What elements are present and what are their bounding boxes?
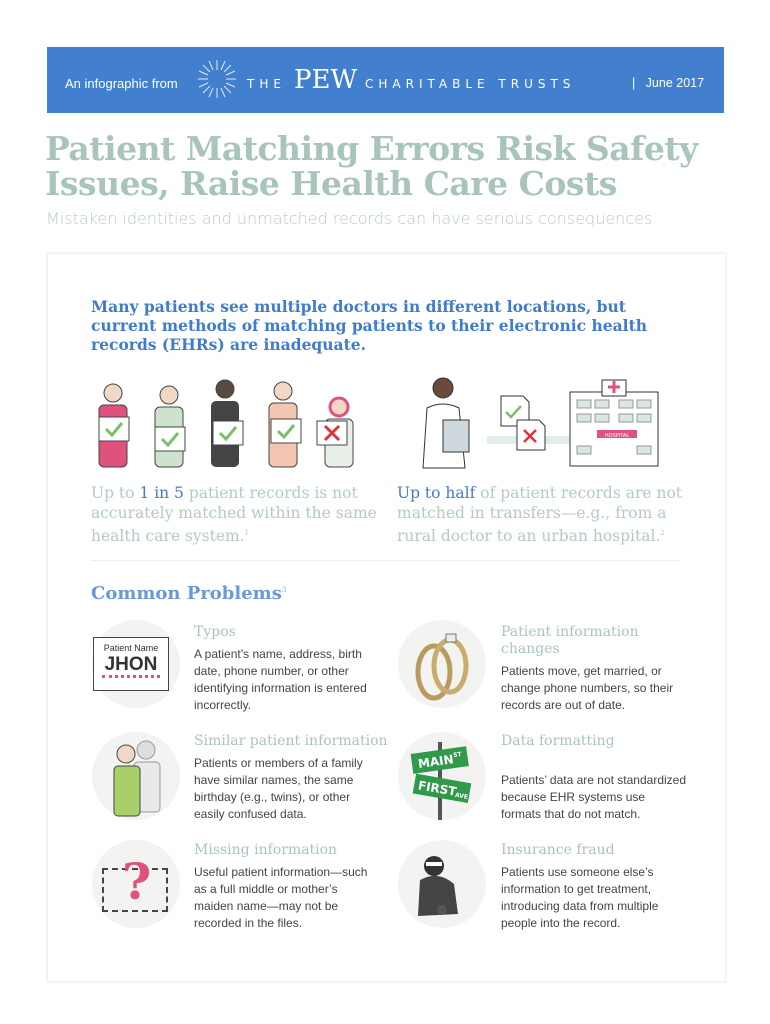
stat-highlight: 1 in 5 — [139, 484, 184, 502]
wedding-rings-icon — [398, 620, 486, 708]
problem-title: Patient information changes — [501, 624, 639, 657]
footnote-ref: 1 — [244, 529, 250, 537]
problem-body: A patient’s name, address, birth date, p… — [194, 647, 367, 712]
badge-name: JHON — [102, 654, 160, 678]
common-problems-heading: Common Problems3 — [91, 583, 286, 604]
logo-the: THE — [247, 77, 286, 91]
name-badge: Patient Name JHON — [93, 637, 169, 691]
rings-svg — [415, 633, 469, 701]
title-line-2: Issues, Raise Health Care Costs — [45, 164, 617, 203]
section-divider — [91, 560, 680, 561]
sign-ave: AVE — [454, 792, 468, 801]
subtitle: Mistaken identities and unmatched record… — [46, 209, 653, 228]
stat-pre: Up to — [91, 484, 140, 502]
stat-up-to-half: Up to half of patient records are not ma… — [397, 483, 687, 546]
stat-1-in-5: Up to 1 in 5 patient records is not accu… — [91, 483, 381, 546]
problem-body: Useful patient information—such as a ful… — [194, 865, 368, 930]
heading-text: Common Problems — [91, 583, 282, 604]
publication-date: | June 2017 — [632, 76, 705, 90]
intro-text: Many patients see multiple doctors in di… — [91, 297, 647, 354]
sign-first: FIRST — [417, 778, 458, 799]
header-banner: An infographic from THE PEW CHARITABLE T… — [47, 47, 724, 113]
header-from: An infographic from — [65, 76, 178, 91]
thief-svg — [418, 856, 458, 916]
problem-title: Insurance fraud — [501, 842, 615, 858]
content-card — [47, 253, 726, 982]
question-mark: ? — [122, 852, 152, 911]
patients-holding-signs-illustration — [98, 379, 354, 468]
logo-pew: PEW — [294, 65, 358, 95]
typo-icon: Patient Name JHON — [92, 620, 180, 708]
hospital-sign: HOSPITAL — [605, 433, 629, 439]
problem-body: Patients’ data are not standardized beca… — [501, 773, 687, 821]
problem-title: Data formatting — [501, 733, 615, 749]
stat-post: of patient records are not matched in tr… — [397, 484, 683, 546]
problem-body: Patients or members of a family have sim… — [194, 756, 363, 821]
pew-sun-logo-icon — [198, 60, 236, 98]
stat-post: patient records is not accurately matche… — [91, 484, 377, 546]
sign-main: MAIN — [417, 752, 454, 771]
footnote-ref: 2 — [660, 529, 665, 537]
stat-highlight: Up to half — [397, 484, 476, 502]
badge-label: Patient Name — [103, 643, 159, 653]
doctor-transfer-hospital-illustration: HOSPITAL — [422, 377, 659, 469]
problem-body: Patients use someone else’s information … — [501, 865, 659, 930]
footnote-ref: 3 — [281, 586, 287, 594]
problem-body: Patients move, get married, or change ph… — [501, 664, 674, 712]
title-line-1: Patient Matching Errors Risk Safety — [45, 129, 698, 168]
problem-title: Similar patient information — [194, 733, 388, 749]
logo-charitable-trusts: CHARITABLE TRUSTS — [365, 77, 576, 91]
question-mark-icon: ? — [92, 840, 180, 928]
thief-icon — [398, 840, 486, 928]
page-title: Patient Matching Errors Risk Safety Issu… — [45, 131, 698, 201]
missing-box — [102, 868, 168, 912]
twins-svg — [113, 740, 161, 817]
sign-st: ST — [453, 751, 463, 759]
problem-title: Missing information — [194, 842, 338, 858]
twins-icon — [92, 732, 180, 820]
problem-title: Typos — [194, 624, 236, 640]
